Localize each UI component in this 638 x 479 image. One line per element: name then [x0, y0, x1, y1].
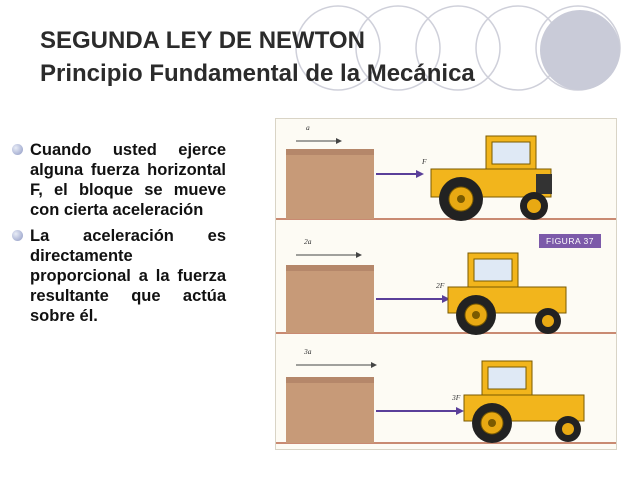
- newton-figure: FIGURA 37: [275, 118, 617, 450]
- tractor-block-illustration: [276, 135, 616, 221]
- force-label: F: [422, 157, 427, 166]
- bullet-item: Cuando usted ejerce alguna fuerza horizo…: [12, 140, 226, 220]
- title-line-1: SEGUNDA LEY DE NEWTON: [40, 27, 365, 54]
- bullet-list: Cuando usted ejerce alguna fuerza horizo…: [12, 140, 226, 332]
- bullet-icon: [12, 230, 23, 241]
- force-label: 2F: [436, 281, 445, 290]
- slide-title: SEGUNDA LEY DE NEWTON Principio Fundamen…: [40, 24, 475, 90]
- bullet-text: La aceleración es directamente proporcio…: [30, 227, 226, 325]
- tractor-block-illustration: [276, 360, 616, 444]
- bullet-icon: [12, 144, 23, 155]
- accel-label: 2a: [304, 237, 312, 246]
- figure-tag: FIGURA 37: [539, 234, 601, 248]
- figure-panel-1: a F: [276, 119, 616, 229]
- accel-label: 3a: [304, 347, 312, 356]
- accel-label: a: [306, 123, 310, 132]
- tractor-block-illustration: [276, 252, 616, 335]
- force-label: 3F: [452, 393, 461, 402]
- figure-panel-2: 2a 2F: [276, 229, 616, 339]
- title-line-2: Principio Fundamental de la Mecánica: [40, 60, 475, 87]
- bullet-text: Cuando usted ejerce alguna fuerza horizo…: [30, 141, 226, 219]
- bullet-item: La aceleración es directamente proporcio…: [12, 226, 226, 326]
- figure-panel-3: 3a 3F: [276, 339, 616, 449]
